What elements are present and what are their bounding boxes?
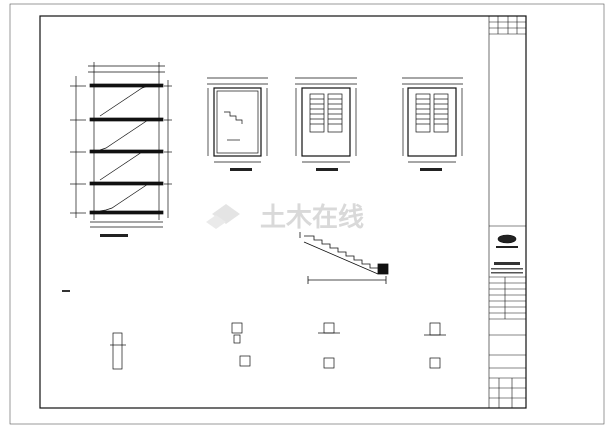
top-floor-plan-caption	[420, 168, 442, 171]
signature-rows	[489, 277, 526, 320]
watermark-text: 土木在线	[260, 203, 364, 233]
note-label	[62, 290, 70, 292]
section-view-caption	[100, 234, 128, 237]
stair-flight-section	[299, 232, 389, 284]
typical-floor-plan	[295, 77, 357, 163]
top-floor-plan	[402, 77, 463, 163]
ground-floor-plan-caption	[230, 168, 252, 171]
sheet-info-grid	[489, 377, 526, 408]
ground-floor-plan	[207, 77, 268, 163]
title-block	[488, 15, 527, 409]
detail-sections	[110, 322, 446, 370]
watermark-logo	[206, 204, 240, 229]
revision-table	[489, 16, 526, 35]
company-name	[494, 262, 520, 265]
typical-floor-plan-caption	[316, 168, 338, 171]
company-logo	[496, 234, 518, 248]
stair-section-view	[70, 62, 172, 228]
outer-frame	[9, 3, 605, 425]
